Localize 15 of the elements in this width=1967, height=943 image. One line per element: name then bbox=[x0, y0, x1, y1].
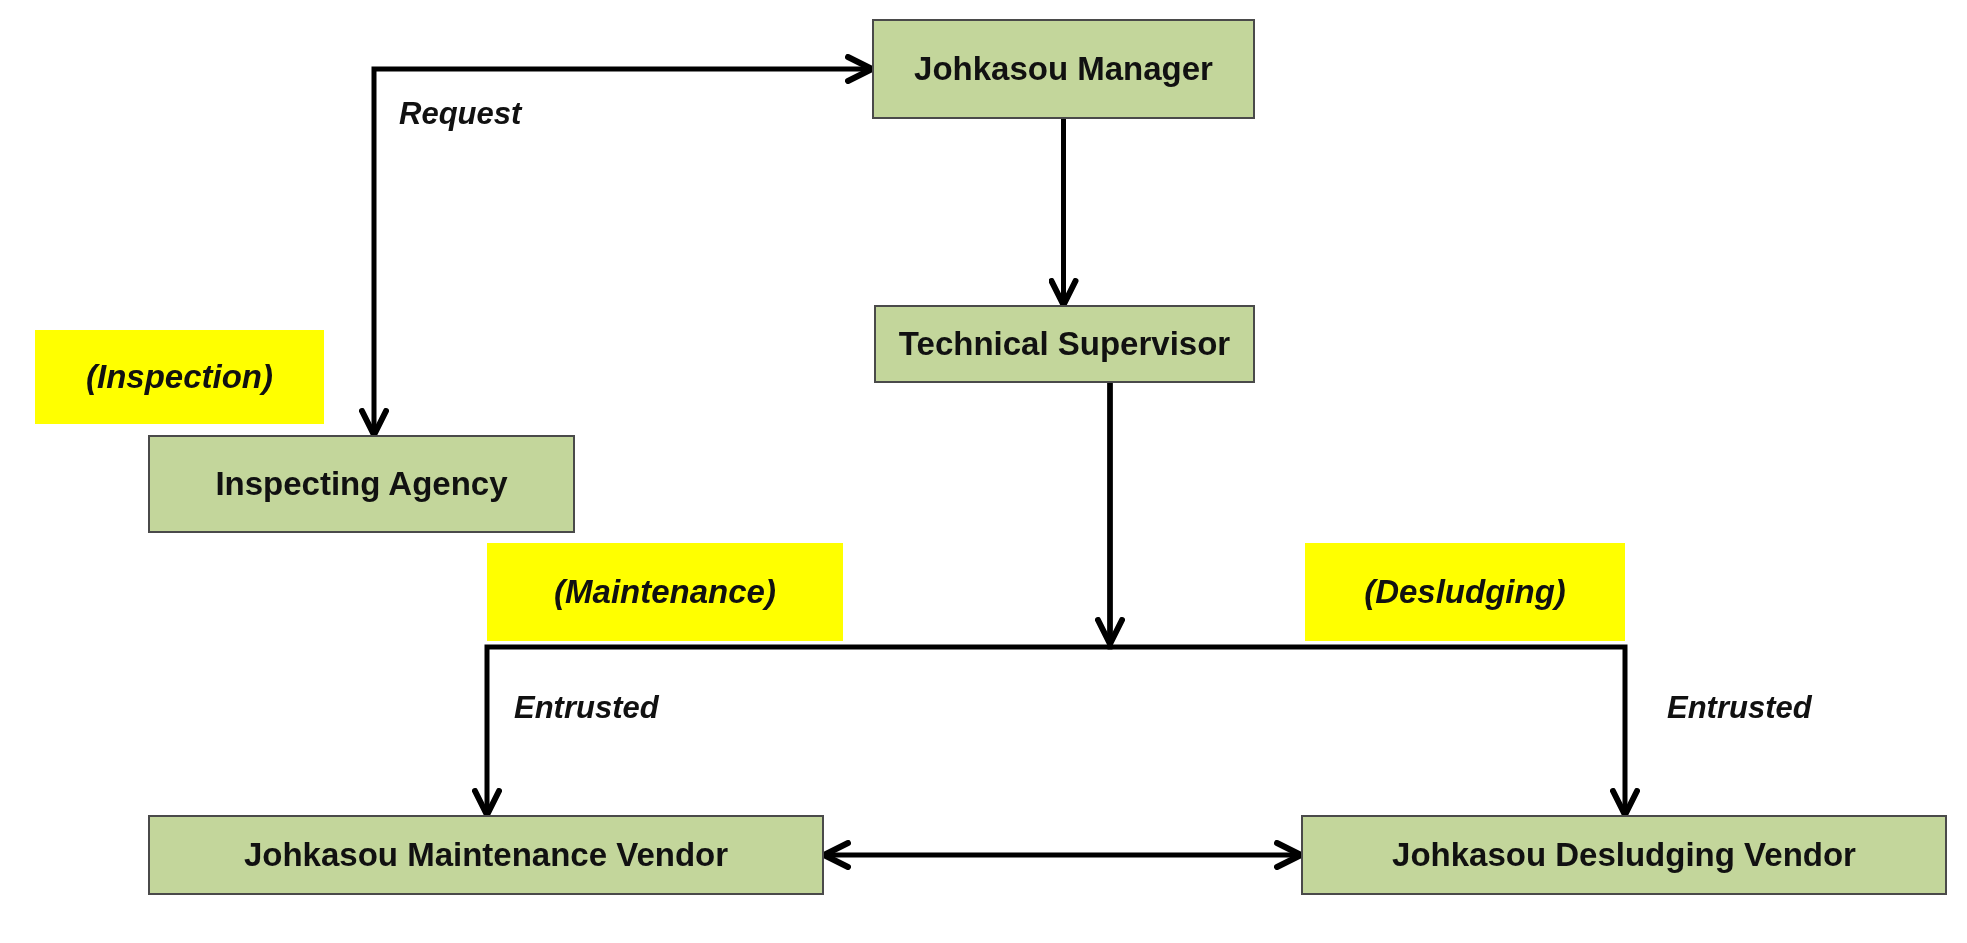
arrow bbox=[1048, 119, 1079, 308]
process-box bbox=[148, 435, 575, 533]
process-box bbox=[148, 815, 824, 895]
highlighted-label: (Maintenance) bbox=[487, 543, 843, 641]
process-box bbox=[1301, 815, 1947, 895]
highlighted-label: (Inspection) bbox=[35, 330, 324, 424]
process-box bbox=[872, 19, 1255, 119]
highlighted-label: (Desludging) bbox=[1305, 543, 1625, 641]
box-label: Technical Supervisor bbox=[898, 325, 1231, 363]
connector bbox=[1107, 383, 1640, 818]
process-box bbox=[874, 305, 1255, 383]
box-label: Inspecting Agency bbox=[215, 465, 508, 503]
box-label: Johkasou Manager bbox=[914, 50, 1213, 88]
box-label: Johkasou Maintenance Vendor bbox=[243, 836, 729, 874]
box-label: Johkasou Desludging Vendor bbox=[1392, 836, 1856, 874]
